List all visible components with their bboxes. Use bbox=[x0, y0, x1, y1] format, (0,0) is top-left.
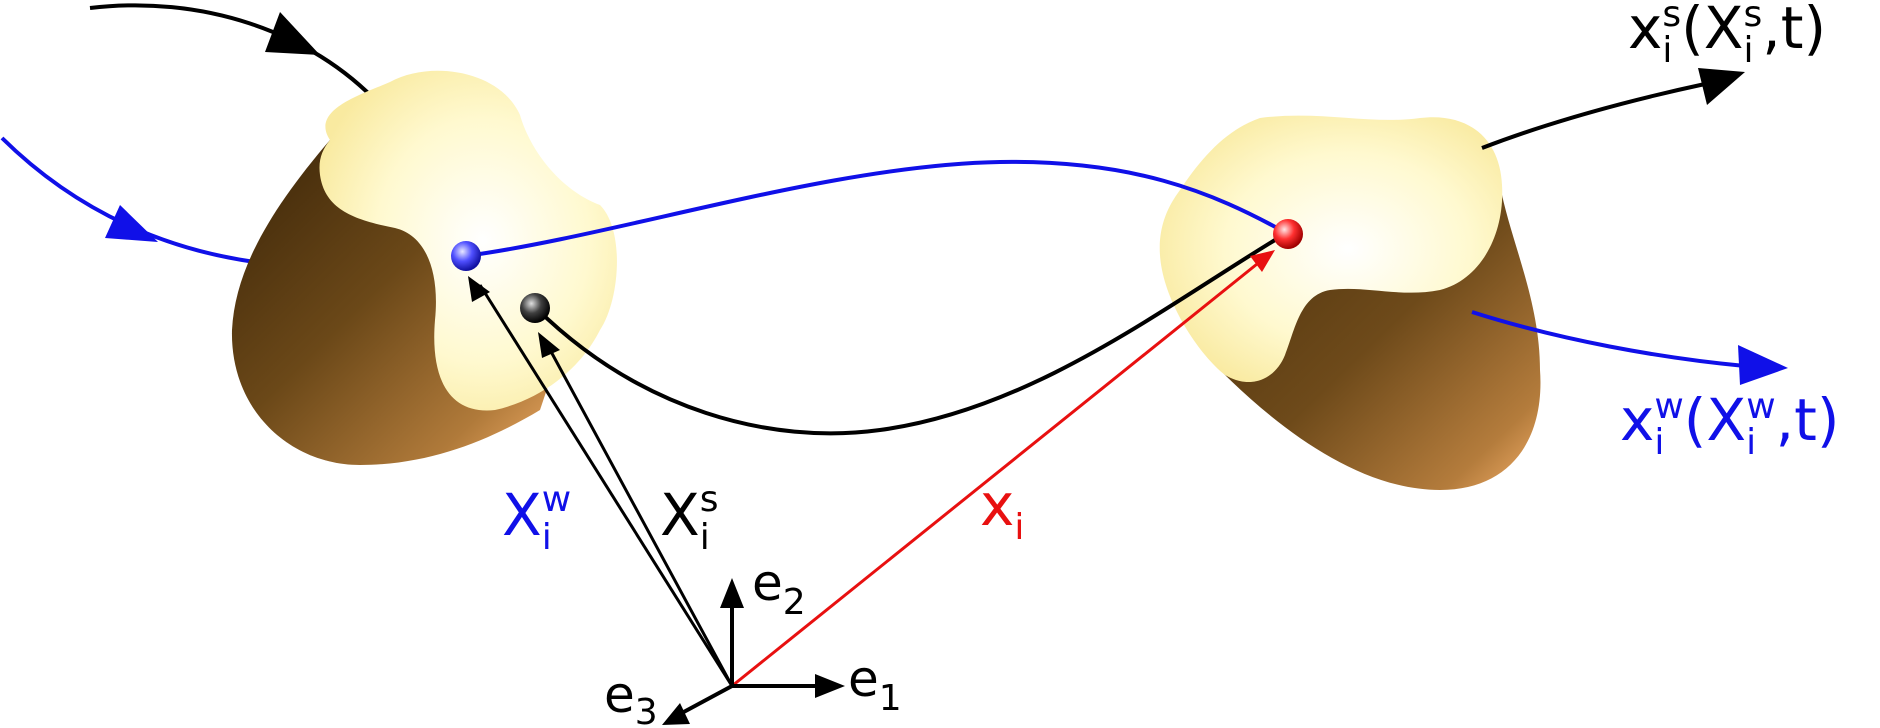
vector-Xs-arrowhead bbox=[538, 332, 560, 358]
left-grain-top bbox=[319, 70, 617, 411]
axis-e2-arrowhead bbox=[720, 578, 744, 608]
vector-Xs bbox=[546, 345, 734, 687]
axis-e1-arrowhead bbox=[815, 674, 845, 698]
incoming-blue-arrowhead bbox=[105, 205, 158, 242]
label-e1: e1 bbox=[848, 650, 902, 719]
axis-e3 bbox=[679, 684, 733, 716]
incoming-black-arrowhead bbox=[265, 12, 320, 55]
label-e2: e2 bbox=[752, 554, 806, 623]
incoming-black-trajectory bbox=[89, 3, 382, 107]
label-Xs: Xis bbox=[660, 479, 719, 558]
vector-xi-arrowhead bbox=[1250, 250, 1275, 272]
label-xw-trajectory: xiw(Xiw,t) bbox=[1620, 386, 1839, 463]
red-particle-sphere-icon bbox=[1273, 219, 1303, 249]
label-Xw: Xiw bbox=[502, 479, 571, 558]
label-xi: xi bbox=[980, 471, 1024, 548]
position-vectors bbox=[468, 250, 1275, 688]
label-xs-trajectory: xis(Xis,t) bbox=[1628, 0, 1826, 71]
blue-trajectory bbox=[465, 159, 1289, 258]
outgoing-blue-arrowhead bbox=[1738, 345, 1788, 385]
left-grain bbox=[231, 70, 617, 465]
black-particle-sphere-icon bbox=[520, 293, 550, 323]
axis-e3-arrowhead bbox=[662, 703, 690, 725]
vector-Xw-arrowhead bbox=[468, 276, 490, 302]
blue-particle-sphere-icon bbox=[451, 241, 481, 271]
incoming-blue-trajectory bbox=[0, 136, 256, 264]
vector-Xw bbox=[478, 284, 734, 687]
outgoing-black-arrowhead bbox=[1698, 68, 1745, 105]
vector-xi bbox=[731, 258, 1263, 688]
outgoing-black-trajectory bbox=[1481, 82, 1706, 150]
label-e3: e3 bbox=[604, 666, 658, 728]
coordinate-axes bbox=[662, 578, 845, 725]
right-grain bbox=[1159, 115, 1541, 490]
right-grain-top bbox=[1159, 115, 1503, 383]
black-trajectory bbox=[534, 238, 1277, 436]
outgoing-blue-trajectory bbox=[1471, 310, 1746, 368]
